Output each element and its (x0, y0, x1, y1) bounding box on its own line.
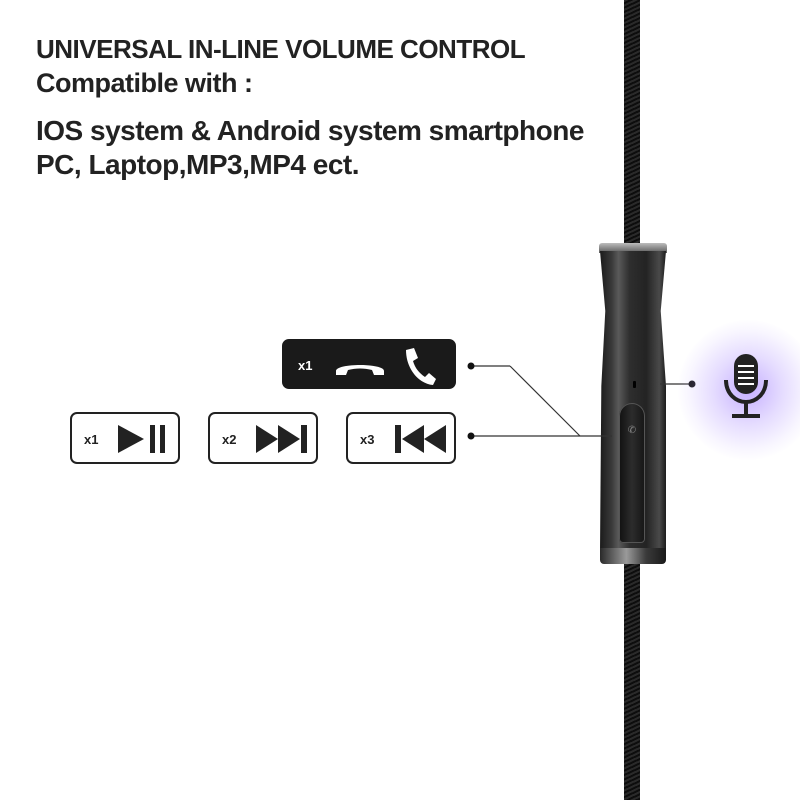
previous-track-icon (395, 425, 446, 453)
compat-line-devices: PC, Laptop,MP3,MP4 ect. (36, 149, 360, 180)
microphone-icon (724, 354, 768, 418)
remote-button[interactable]: ✆ (619, 403, 645, 543)
call-control-box: x1 (282, 339, 456, 389)
compat-line-smartphone: IOS system & Android system smartphone (36, 115, 584, 146)
remote-top-cap (599, 243, 667, 253)
hang-up-icon (336, 365, 384, 375)
compatible-label: Compatible with : (36, 68, 253, 98)
mic-hole (633, 381, 636, 388)
previous-track-count: x3 (360, 432, 375, 447)
play-pause-icon (118, 425, 165, 453)
previous-track-control-box: x3 (346, 412, 456, 464)
next-track-icon (256, 425, 307, 453)
next-track-control-box: x2 (208, 412, 318, 464)
media-connector-dot (467, 432, 475, 440)
next-track-count: x2 (222, 432, 237, 447)
inline-remote: ✆ (599, 243, 667, 568)
play-pause-control-box: x1 (70, 412, 180, 464)
play-pause-count: x1 (84, 432, 99, 447)
cable-lower (624, 560, 640, 800)
phone-icon (406, 348, 436, 385)
title: UNIVERSAL IN-LINE VOLUME CONTROL (36, 34, 526, 64)
call-count: x1 (298, 358, 313, 373)
cable-upper (624, 0, 640, 250)
call-connector-dot (467, 362, 475, 370)
remote-bottom-cap (600, 548, 666, 564)
call-connector-diagonal (509, 365, 581, 437)
button-phone-glyph-icon: ✆ (627, 425, 637, 436)
